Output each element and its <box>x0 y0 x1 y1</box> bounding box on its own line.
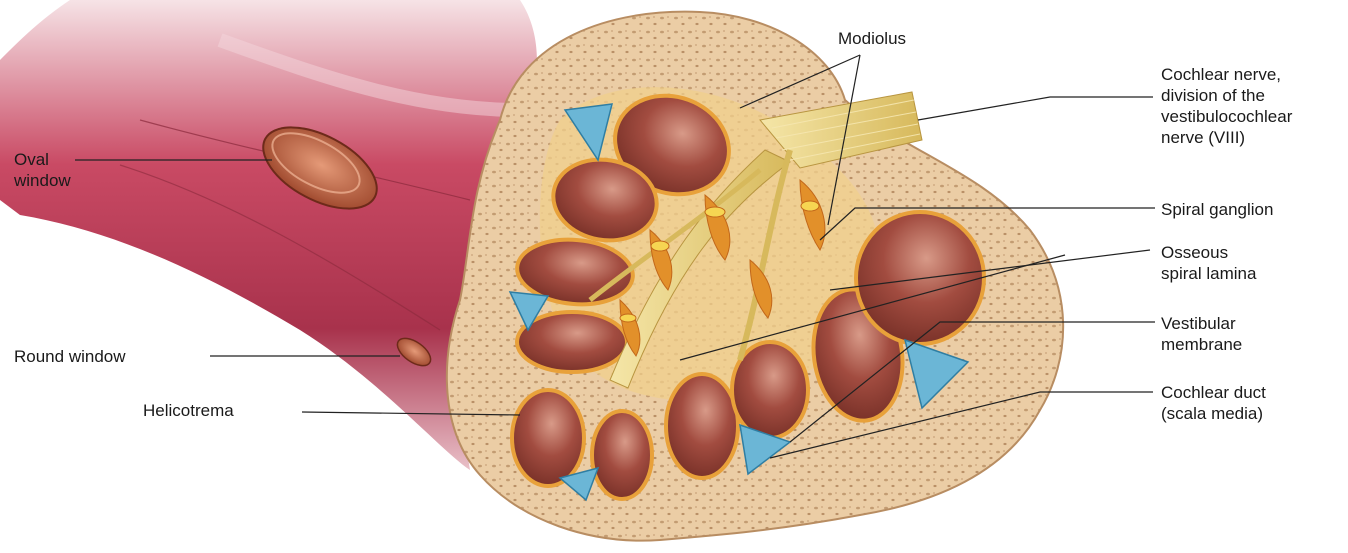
label-vestibular-line1: Vestibular <box>1161 313 1242 334</box>
label-modiolus: Modiolus <box>838 28 906 49</box>
label-round-window: Round window <box>14 346 126 367</box>
chamber <box>666 374 738 478</box>
label-cochlear-nerve: Cochlear nerve, division of the vestibul… <box>1161 64 1292 148</box>
label-vestibular-line2: membrane <box>1161 334 1242 355</box>
label-cochlear-duct: Cochlear duct (scala media) <box>1161 382 1266 424</box>
chamber <box>512 390 584 486</box>
label-cochlear-duct-line1: Cochlear duct <box>1161 382 1266 403</box>
label-oval-window-line1: Oval <box>14 149 71 170</box>
label-cochlear-nerve-line4: nerve (VIII) <box>1161 127 1292 148</box>
leader-cochlear-nerve <box>918 97 1153 120</box>
label-osseous-line1: Osseous <box>1161 242 1256 263</box>
chamber <box>592 411 652 499</box>
label-cochlear-nerve-line3: vestibulocochlear <box>1161 106 1292 127</box>
label-oval-window-line2: window <box>14 170 71 191</box>
label-spiral-ganglion: Spiral ganglion <box>1161 199 1273 220</box>
label-osseous-line2: spiral lamina <box>1161 263 1256 284</box>
label-osseous-spiral-lamina: Osseous spiral lamina <box>1161 242 1256 284</box>
chamber <box>856 212 984 344</box>
label-oval-window: Oval window <box>14 149 71 191</box>
label-helicotrema: Helicotrema <box>143 400 234 421</box>
label-cochlear-nerve-line2: division of the <box>1161 85 1292 106</box>
label-cochlear-nerve-line1: Cochlear nerve, <box>1161 64 1292 85</box>
label-cochlear-duct-line2: (scala media) <box>1161 403 1266 424</box>
label-vestibular-membrane: Vestibular membrane <box>1161 313 1242 355</box>
